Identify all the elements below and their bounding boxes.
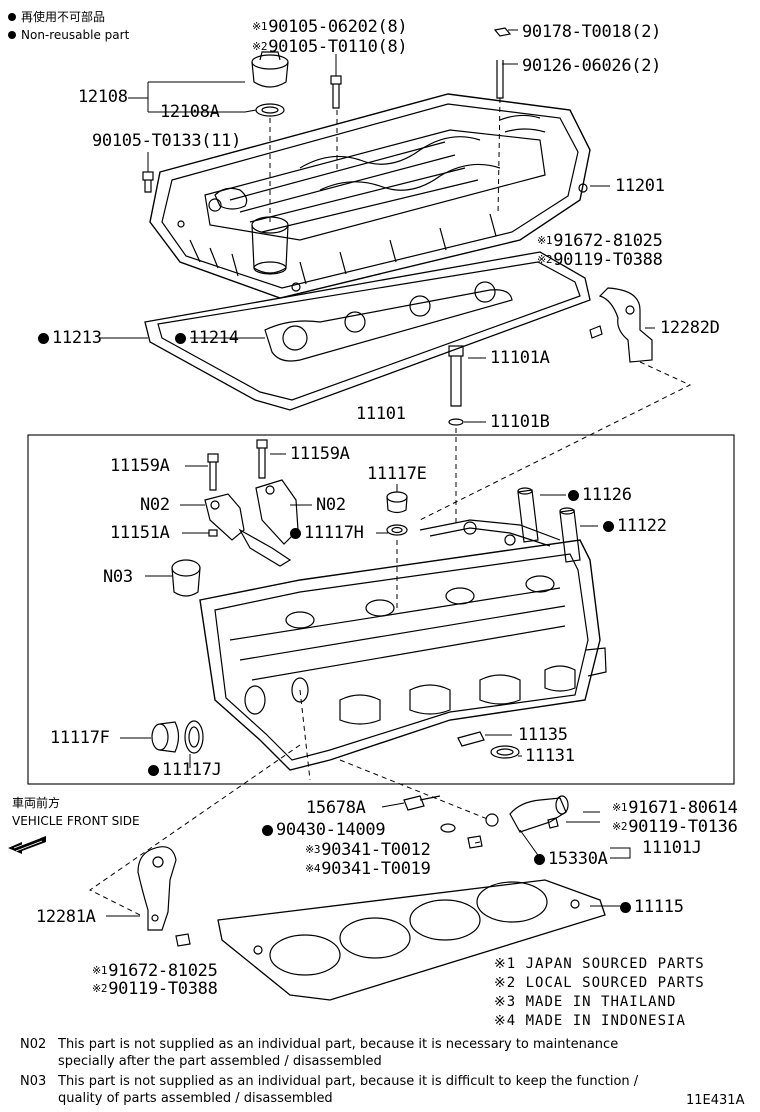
diagram-id: 11E431A [686,1093,745,1108]
legend-nonreuse-en: Non-reusable part [8,28,129,42]
label-12282D[interactable]: 12282D [660,318,720,338]
label-90341-T0012[interactable]: ※390341-T0012 [305,840,431,860]
nonreuse-bullet-icon [262,825,273,836]
camshaft-bearing-cap-drawing [204,479,299,567]
plug-tube-gasket-drawing [264,281,513,362]
label-90119-T0388-bottom[interactable]: ※290119-T0388 [92,979,218,999]
engine-hanger-rear-drawing [589,287,653,363]
lash-adjuster-drawing [171,559,201,597]
dashed-guides [89,97,692,916]
label-90105-T0133[interactable]: 90105-T0133(11) [92,131,242,151]
label-91672-81025-top[interactable]: ※191672-81025 [537,231,663,251]
engine-hanger-front-drawing [137,846,191,947]
legend-nonreuse-jp: 再使用不可部品 [8,10,105,24]
valve-cover-drawing [149,93,591,299]
label-11151A[interactable]: 11151A [110,523,170,543]
vehicle-front-arrow [8,836,46,854]
nonreuse-bullet-icon [603,521,614,532]
label-11213[interactable]: 11213 [38,330,102,347]
label-11101J[interactable]: 11101J [642,838,702,858]
label-90126-06026[interactable]: 90126-06026(2) [522,56,662,76]
label-11101B[interactable]: 11101B [490,412,550,432]
label-91671-80614[interactable]: ※191671-80614 [612,798,738,818]
label-11214[interactable]: 11214 [175,330,239,347]
nonreuse-bullet-icon [568,490,579,501]
label-11135[interactable]: 11135 [518,725,568,745]
tight-plug-drawing [151,720,204,754]
bullet-icon [8,31,16,39]
label-15678A[interactable]: 15678A [306,798,366,818]
label-11117H[interactable]: 11117H [290,525,364,542]
cylinder-head-gasket-drawing [217,879,606,1001]
cap-bolt-drawing [207,439,268,491]
oil-filler-cap-drawing [251,51,289,117]
label-90430-14009[interactable]: 90430-14009 [262,822,386,839]
nonreuse-bullet-icon [620,902,631,913]
label-15330A[interactable]: 15330A [534,851,608,868]
label-11101[interactable]: 11101 [356,404,406,424]
label-90341-T0019[interactable]: ※490341-T0019 [305,859,431,879]
valve-guide-drawing [517,487,581,563]
side-bolt-drawing [142,171,154,193]
label-90105-T0110[interactable]: ※290105-T0110(8) [252,37,408,57]
label-12108[interactable]: 12108 [78,87,128,107]
label-11159A-left[interactable]: 11159A [110,456,170,476]
label-N03[interactable]: N03 [103,567,133,587]
head-bolt-drawing [448,345,464,426]
label-12108A[interactable]: 12108A [160,102,220,122]
label-90119-T0388-top[interactable]: ※290119-T0388 [537,250,663,270]
plug-and-seal-drawing [386,491,408,536]
source-japan: ※1 JAPAN SOURCED PARTS [494,956,705,972]
nonreuse-bullet-icon [534,854,545,865]
source-indonesia: ※4 MADE IN INDONESIA [494,1013,686,1029]
label-11201[interactable]: 11201 [615,176,665,196]
dowel-pin-drawing [208,529,218,537]
label-11101A[interactable]: 11101A [490,348,550,368]
vehicle-front-en: VEHICLE FRONT SIDE [12,814,140,828]
label-11126[interactable]: 11126 [568,487,632,504]
cover-bolt-drawing [330,75,342,109]
nonreuse-bullet-icon [175,333,186,344]
bullet-icon [8,13,16,21]
nonreuse-bullet-icon [38,333,49,344]
label-91672-81025-bottom[interactable]: ※191672-81025 [92,961,218,981]
label-11131[interactable]: 11131 [525,746,575,766]
label-11117E[interactable]: 11117E [367,464,427,484]
head-gasket-rings-drawing [457,731,520,759]
label-N02-right[interactable]: N02 [316,495,346,515]
label-12281A[interactable]: 12281A [36,907,96,927]
label-11117F[interactable]: 11117F [50,728,110,748]
label-11115[interactable]: 11115 [620,899,684,916]
nonreuse-bullet-icon [290,528,301,539]
stud-and-nut-drawing [493,27,512,99]
valve-cover-gasket-drawing [144,251,591,411]
label-N02-left[interactable]: N02 [140,495,170,515]
label-11122[interactable]: 11122 [603,518,667,535]
source-local: ※2 LOCAL SOURCED PARTS [494,975,705,991]
cylinder-head-drawing [199,519,607,771]
leader-lines [100,29,655,917]
cylinder-head-group-box [27,434,735,785]
label-11159A-right[interactable]: 11159A [290,444,350,464]
label-90119-T0136[interactable]: ※290119-T0136 [612,817,738,837]
vehicle-front-jp: 車両前方 [12,796,61,810]
label-90178-T0018[interactable]: 90178-T0018(2) [522,22,662,42]
label-11117J[interactable]: 11117J [148,762,222,779]
label-90105-06202[interactable]: ※190105-06202(8) [252,17,408,37]
source-thailand: ※3 MADE IN THAILAND [494,994,677,1010]
nonreuse-bullet-icon [148,765,159,776]
lower-small-parts-drawing [403,795,569,849]
